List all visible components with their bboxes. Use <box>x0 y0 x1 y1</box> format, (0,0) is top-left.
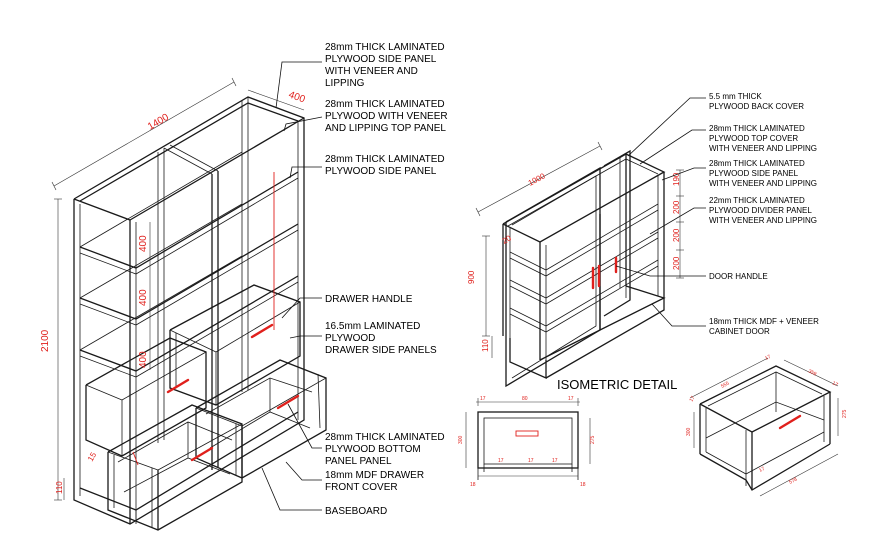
callout-baseboard: BASEBOARD <box>325 506 387 517</box>
dim-drawer-d: 359 <box>807 368 817 377</box>
svg-text:275: 275 <box>590 435 596 444</box>
callout-bottom-panel: 28mm THICK LAMINATED PLYWOOD BOTTOM PANE… <box>325 432 447 467</box>
callout-top-cover: 28mm THICK LAMINATED PLYWOOD TOP COVER W… <box>709 124 817 153</box>
dim-drawer-b: 555 <box>720 380 730 389</box>
bookcase-drawing: 1400 400 2100 400 400 400 110 15 <box>40 61 327 531</box>
dim-cabinet-s4: 200 <box>672 256 681 270</box>
dim-bookcase-depth: 400 <box>287 89 307 105</box>
svg-text:17: 17 <box>498 458 504 464</box>
callout-cabinet-door: 18mm THICK MDF + VENEER CABINET DOOR <box>709 317 821 336</box>
dim-shelf-3: 400 <box>138 351 149 368</box>
cabinet-shelves <box>509 203 666 361</box>
cabinet-drawing <box>475 141 684 388</box>
dim-shelf-2: 400 <box>138 289 149 306</box>
dim-cabinet-plinth: 110 <box>481 339 490 352</box>
shelves <box>79 151 299 378</box>
drawer-elevation: 80 17 17 300 275 17 17 17 18 18 <box>458 396 596 488</box>
dim-bookcase-plinth: 110 <box>55 481 64 494</box>
svg-text:17: 17 <box>480 396 486 402</box>
dim-cabinet-s1: 190 <box>672 172 681 186</box>
dim-drawer-e: 17 <box>831 380 839 388</box>
callout-side-panel-2: 28mm THICK LAMINATED PLYWOOD SIDE PANEL <box>325 154 447 177</box>
cabinet-callouts: 5.5 mm THICK PLYWOOD BACK COVER 28mm THI… <box>709 92 821 336</box>
drawer-box-iso <box>689 357 839 497</box>
callout-back-cover: 5.5 mm THICK PLYWOOD BACK COVER <box>709 92 804 111</box>
callout-side-panel: 28mm THICK LAMINATED PLYWOOD SIDE PANEL … <box>325 42 447 89</box>
bookcase-dimensions <box>51 77 305 501</box>
dim-drawer-c: 17 <box>764 354 772 362</box>
callout-cabinet-side-panel: 28mm THICK LAMINATED PLYWOOD SIDE PANEL … <box>709 159 817 188</box>
svg-text:17: 17 <box>568 396 574 402</box>
svg-text:17: 17 <box>552 458 558 464</box>
callout-door-handle: DOOR HANDLE <box>709 272 768 281</box>
dim-shelf-1: 400 <box>138 235 149 252</box>
dim-cabinet-s2: 200 <box>672 200 681 214</box>
dim-drawer-f: 300 <box>686 427 692 436</box>
dim-cabinet-width: 1000 <box>527 171 547 188</box>
svg-text:18: 18 <box>580 482 586 488</box>
dim-drawer-i: 17 <box>758 466 766 474</box>
svg-text:80: 80 <box>522 396 528 402</box>
bookcase-callouts: 28mm THICK LAMINATED PLYWOOD SIDE PANEL … <box>325 42 450 517</box>
drawers <box>85 284 327 531</box>
callout-drawer-side-panels: 16.5mm LAMINATED PLYWOOD DRAWER SIDE PAN… <box>325 321 437 356</box>
svg-text:300: 300 <box>458 435 464 444</box>
svg-text:17: 17 <box>528 458 534 464</box>
dim-cabinet-height: 900 <box>467 270 476 284</box>
dim-bookcase-width: 1400 <box>146 112 171 133</box>
dim-bookcase-small: 15 <box>86 450 99 463</box>
isometric-detail-heading: ISOMETRIC DETAIL <box>557 377 677 392</box>
dim-drawer-g: 275 <box>842 409 848 418</box>
dim-cabinet-s3: 200 <box>672 228 681 242</box>
callout-drawer-front: 18mm MDF DRAWER FRONT COVER <box>325 470 427 493</box>
bookcase-leaders <box>261 61 323 511</box>
callout-top-panel: 28mm THICK LAMINATED PLYWOOD WITH VENEER… <box>325 99 450 134</box>
dim-drawer-h: 578 <box>788 476 798 485</box>
svg-text:18: 18 <box>470 482 476 488</box>
dim-bookcase-height: 2100 <box>40 329 51 352</box>
cabinet-leaders <box>615 97 706 327</box>
callout-divider-panel: 22mm THICK LAMINATED PLYWOOD DIVIDER PAN… <box>709 196 817 225</box>
dim-drawer-a: 17 <box>689 395 697 403</box>
callout-drawer-handle: DRAWER HANDLE <box>325 294 413 305</box>
